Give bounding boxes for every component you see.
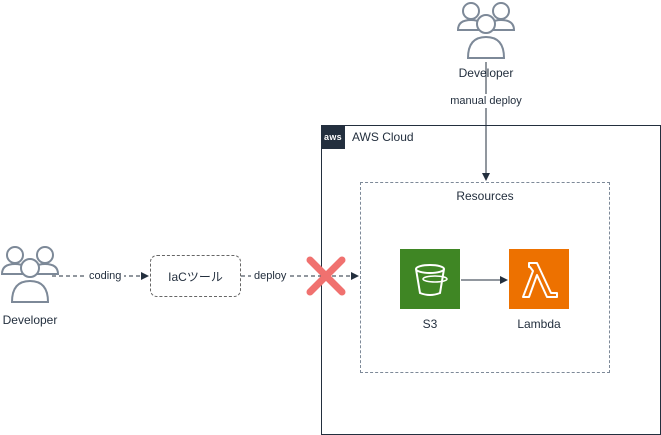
coding-label: coding	[86, 269, 125, 283]
resources-group	[360, 182, 610, 373]
deploy-label: deploy	[251, 269, 290, 283]
lambda-glyph-icon	[522, 262, 558, 298]
iac-tool-label: IaCツール	[168, 269, 223, 284]
s3-label: S3	[422, 317, 438, 331]
iac-tool-box[interactable]: IaCツール	[150, 255, 241, 297]
manual-deploy-label: manual deploy	[436, 94, 536, 108]
blocked-x-icon	[306, 256, 346, 296]
aws-cloud-title: AWS Cloud	[352, 130, 414, 144]
top-developer-label: Developer	[458, 66, 514, 80]
lambda-icon[interactable]	[509, 249, 569, 309]
left-developer-users-icon	[0, 246, 60, 303]
top-developer-users-icon	[456, 2, 516, 59]
lambda-label: Lambda	[517, 317, 561, 331]
left-developer-label: Developer	[2, 313, 58, 327]
aws-logo-icon: aws	[321, 125, 345, 149]
resources-title: Resources	[456, 189, 514, 203]
s3-bucket-icon[interactable]	[400, 249, 460, 309]
bucket-glyph-icon	[415, 264, 448, 296]
